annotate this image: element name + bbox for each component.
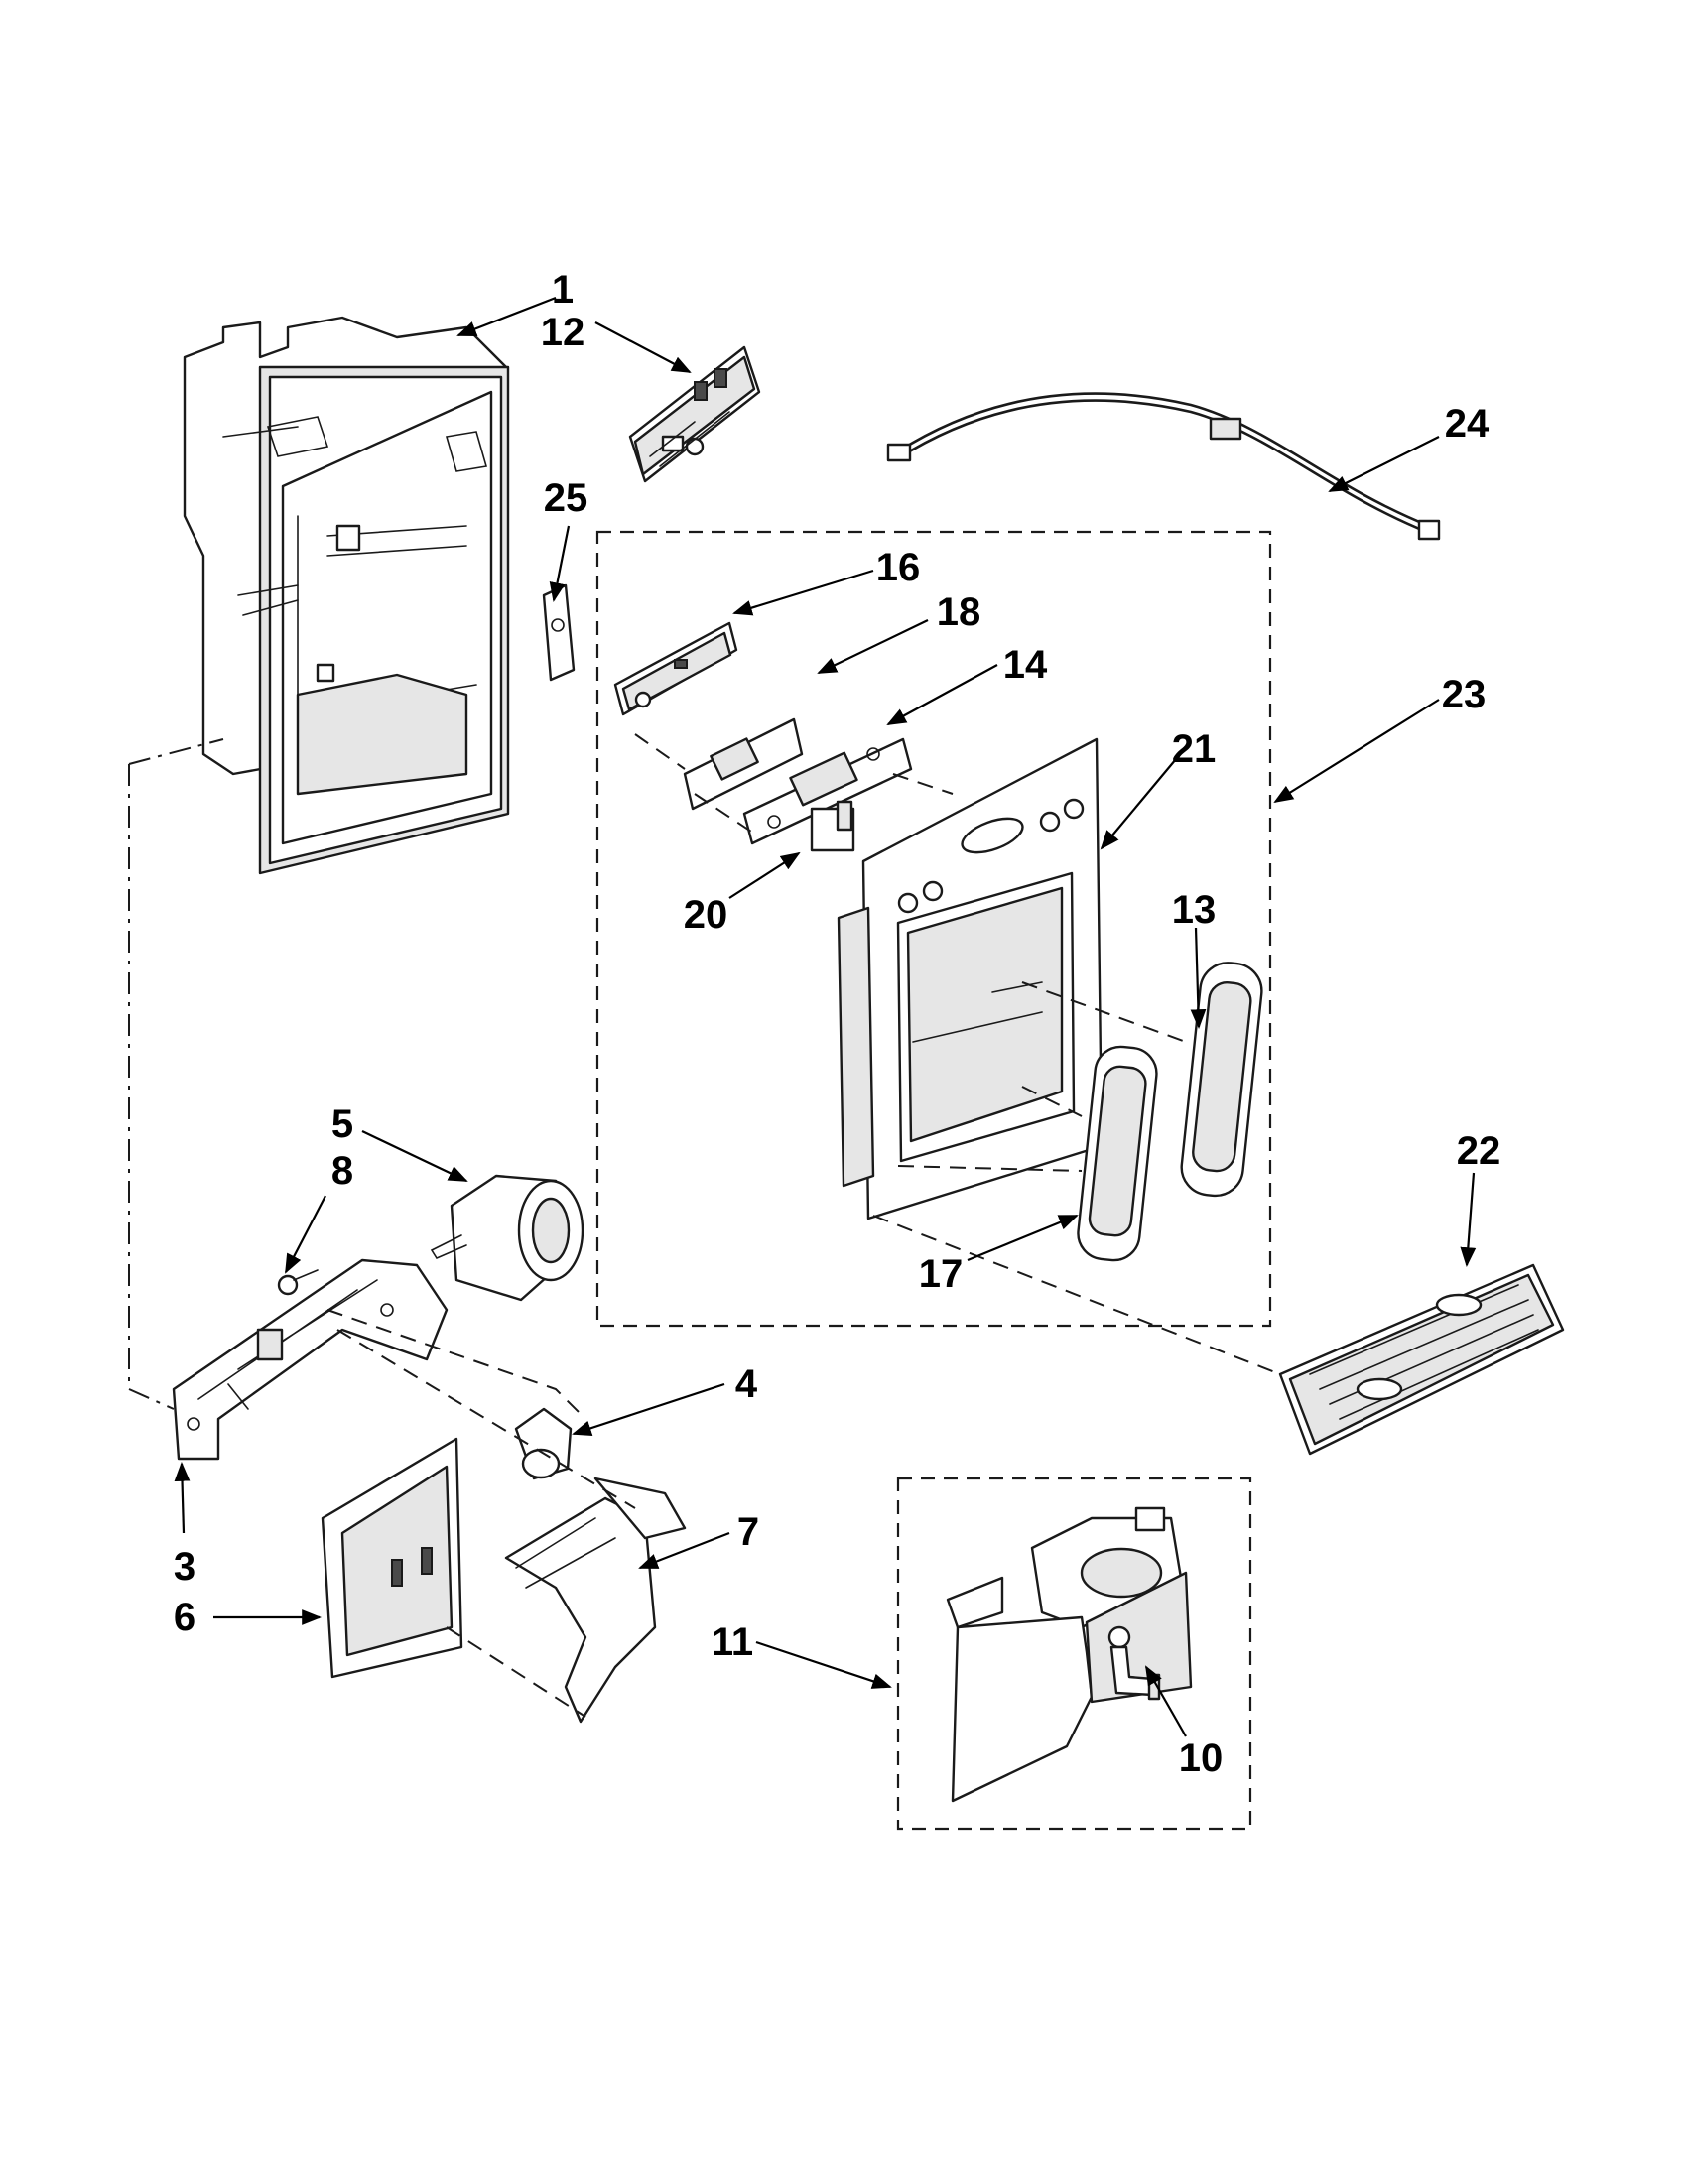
callout-10: 10 [1179,1736,1224,1780]
callout-21: 21 [1172,727,1217,771]
part-1-dispenser-housing [183,316,510,875]
part-22-drip-tray [1278,1263,1565,1456]
callout-7: 7 [737,1510,759,1554]
callout-leaders [174,296,1477,1737]
part-12-control-board [628,345,761,483]
callout-4: 4 [735,1362,758,1406]
callout-20: 20 [684,893,728,937]
part-7-lever [504,1477,687,1724]
part-6-cover [321,1437,463,1679]
part-14-mounting-plate [742,737,913,845]
callout-8: 8 [331,1149,353,1193]
callout-25: 25 [544,476,588,520]
callout-1: 1 [552,268,574,312]
part-18-board-bracket [683,717,804,811]
callout-5: 5 [331,1102,353,1146]
callout-11: 11 [712,1620,753,1664]
part-5-motor [430,1174,584,1302]
assembly-11-outline [896,1477,1252,1831]
callout-labels: 1 12 24 25 16 18 14 23 21 20 13 5 8 22 1… [174,268,1500,1780]
part-17-pad [1077,1045,1158,1262]
callout-23: 23 [1442,673,1487,716]
part-16-ui-board [613,621,738,716]
callout-13: 13 [1172,888,1217,932]
part-3-mounting-bracket [172,1258,449,1461]
callout-17: 17 [919,1252,964,1296]
assembly-23-outline [595,530,1272,1328]
callout-24: 24 [1445,402,1490,446]
callout-3: 3 [174,1545,195,1589]
callout-22: 22 [1457,1129,1501,1173]
callout-12: 12 [541,311,585,354]
callout-18: 18 [937,590,981,634]
part-24-wire-harness [886,392,1441,541]
part-25-bracket [542,583,576,682]
part-8-screw [277,1269,319,1296]
callout-14: 14 [1003,643,1048,687]
callout-16: 16 [876,546,921,589]
part-20-switch [810,800,855,852]
part-4-solenoid [514,1407,573,1480]
callout-6: 6 [174,1596,195,1639]
part-21-dispenser-panel [837,737,1104,1220]
part-13-paddle [1180,962,1263,1198]
part-11-ice-chute [946,1506,1193,1803]
